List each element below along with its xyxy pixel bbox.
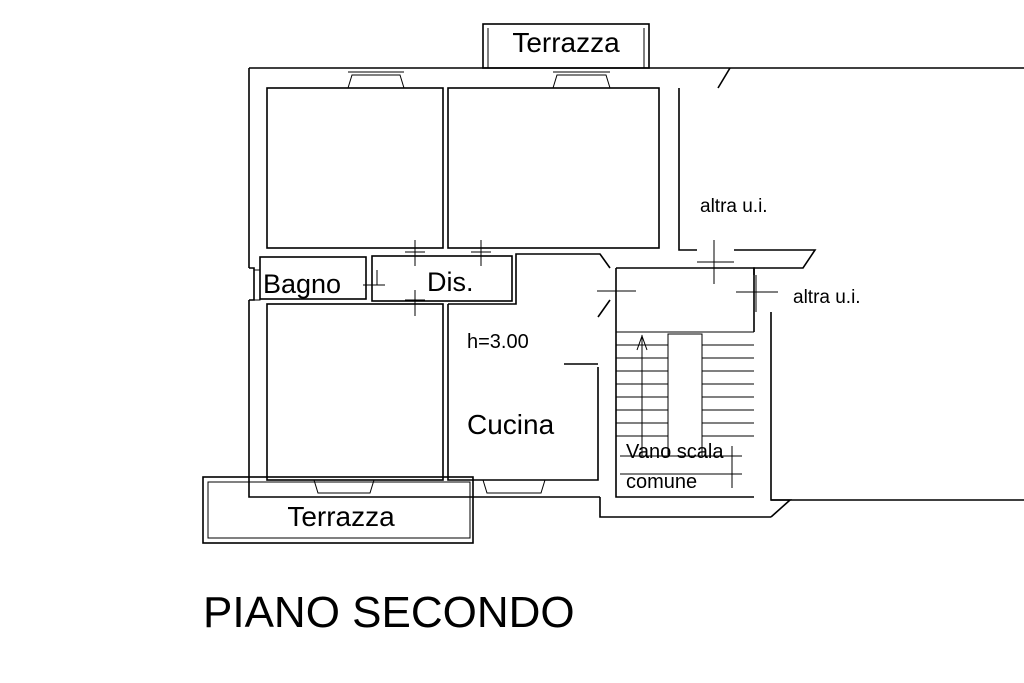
stairwell-label-line1: Vano scala — [626, 441, 724, 463]
hallway — [363, 240, 513, 316]
bathroom — [253, 256, 367, 301]
stairwell-label-line2: comune — [626, 471, 697, 493]
bathroom-label: Bagno — [263, 269, 341, 299]
stairwell — [599, 267, 771, 518]
terrace-top-label: Terrazza — [512, 27, 620, 58]
outer-walls — [248, 67, 1024, 498]
kitchen — [447, 253, 636, 494]
other-unit-label-1: altra u.i. — [700, 196, 768, 217]
room-bottom-left — [266, 303, 444, 494]
room-top-left — [266, 71, 444, 249]
door-markers — [697, 240, 778, 312]
other-unit-label-2: altra u.i. — [793, 287, 861, 308]
floor-title: PIANO SECONDO — [203, 588, 575, 637]
room-top-middle — [447, 71, 660, 249]
kitchen-label: Cucina — [467, 409, 555, 440]
terrace-bottom-label: Terrazza — [287, 501, 395, 532]
hallway-label: Dis. — [427, 267, 474, 297]
ceiling-height-label: h=3.00 — [467, 331, 529, 353]
terrace-bottom — [202, 476, 474, 544]
